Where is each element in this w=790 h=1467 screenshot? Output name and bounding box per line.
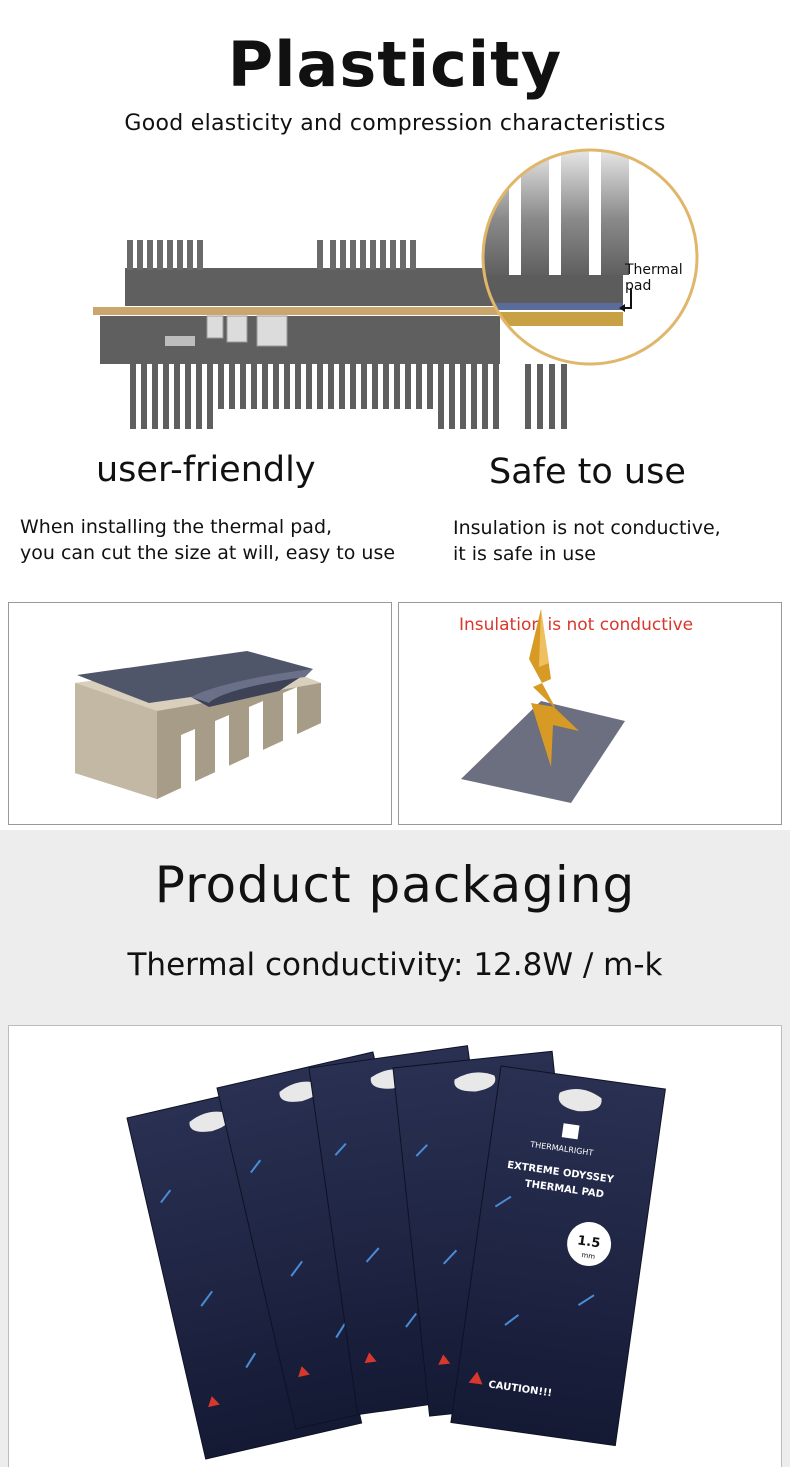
front-package-card: THERMALRIGHT EXTREME ODYSSEY THERMAL PAD… <box>450 1065 666 1447</box>
pad-on-heatsink-illustration <box>75 651 321 799</box>
feature-safe-description: Insulation is not conductive, it is safe… <box>453 517 721 565</box>
bottom-fins <box>130 364 567 429</box>
panel-cut-pad-image <box>8 602 392 825</box>
package-photo-panel: THERMALRIGHT EXTREME ODYSSEY THERMAL PAD… <box>8 1025 782 1467</box>
pcb-board <box>93 307 593 315</box>
thermal-pad-callout-label: Thermal pad <box>624 262 687 294</box>
packaging-title: Product packaging <box>154 856 636 914</box>
feature-user-friendly-title: user-friendly <box>96 450 316 490</box>
top-fins-left <box>127 240 203 270</box>
heatsink-diagram: Thermal pad <box>93 148 699 429</box>
insulating-pad <box>461 701 625 803</box>
package-cards-illustration: THERMALRIGHT EXTREME ODYSSEY THERMAL PAD… <box>126 1044 666 1461</box>
insulation-label: Insulation is not conductive <box>459 615 694 635</box>
thermal-pad-callout: Thermal pad <box>481 148 699 366</box>
plasticity-title: Plasticity <box>227 28 563 101</box>
insulation-illustration <box>461 609 625 803</box>
panel-insulation-image: Insulation is not conductive <box>398 602 782 825</box>
package-thickness: 1.5 <box>576 1233 601 1251</box>
thermal-conductivity-spec: Thermal conductivity: 12.8W / m-k <box>127 947 663 983</box>
feature-safe-title: Safe to use <box>489 452 686 492</box>
thermal-pad-layer <box>483 303 623 310</box>
package-thickness-unit: mm <box>581 1251 596 1261</box>
plasticity-subtitle: Good elasticity and compression characte… <box>124 111 666 136</box>
top-fins-middle <box>317 240 416 270</box>
feature-user-friendly-description: When installing the thermal pad, you can… <box>20 516 396 564</box>
